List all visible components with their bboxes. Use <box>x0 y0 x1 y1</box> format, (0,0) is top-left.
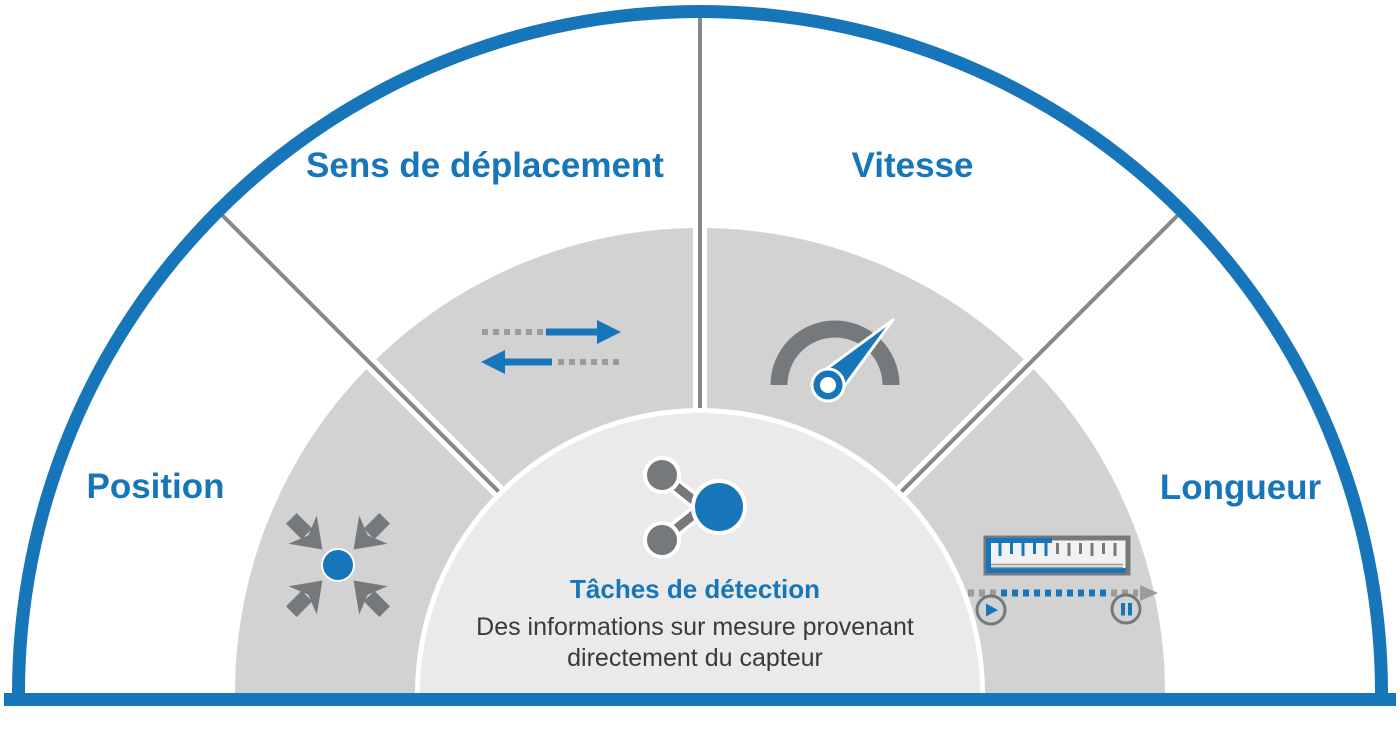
play-icon <box>975 594 1007 626</box>
sector-label-speed: Vitesse <box>851 146 974 185</box>
divider-line-stroke <box>698 15 702 415</box>
center-heading: Tâches de détection <box>570 574 820 604</box>
center-description-line2: directement du capteur <box>567 644 823 672</box>
share-network-icon <box>643 456 747 559</box>
base-bar <box>4 693 1396 706</box>
ruler-measurement-icon <box>968 535 1158 626</box>
ruler-icon <box>983 535 1131 576</box>
direction-arrows-icon <box>481 320 622 374</box>
sector-label-length: Longueur <box>1159 468 1322 507</box>
center-caption: Tâches de détection Des informations sur… <box>395 574 995 674</box>
speedometer-icon <box>770 318 900 403</box>
sector-label-position: Position <box>86 467 225 506</box>
converging-arrows-icon <box>286 513 390 617</box>
center-description-line1: Des informations sur mesure provenant <box>476 613 914 641</box>
sector-label-direction: Sens de déplacement <box>306 146 664 185</box>
travel-dashed-arrow-icon <box>968 585 1158 601</box>
pause-icon <box>1110 593 1142 625</box>
divider-line <box>693 15 707 415</box>
